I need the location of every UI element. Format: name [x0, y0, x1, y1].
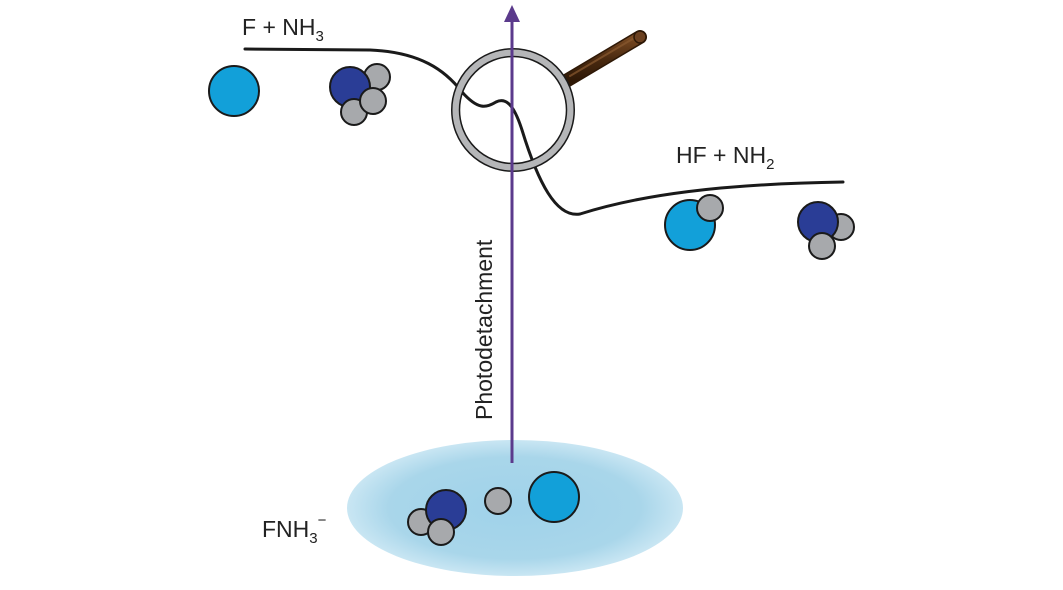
products-label: HF + NH2 [676, 142, 774, 173]
reactants-label-subscript: 3 [315, 28, 323, 45]
hydrogen-atom [359, 87, 387, 115]
hydrogen-atom [696, 194, 724, 222]
products-label-subscript: 2 [766, 156, 774, 173]
reactants-label-main: F + NH [242, 14, 315, 40]
amidogen-molecule-product [797, 201, 855, 260]
anion-label-main: FNH [262, 516, 309, 542]
anion-cloud [347, 440, 683, 576]
products-label-main: HF + NH [676, 142, 766, 168]
anion-label-subscript: 3 [309, 530, 317, 547]
hydrogen-atom [484, 487, 512, 515]
anion-label: FNH3− [262, 512, 327, 547]
magnifying-glass-icon [451, 30, 647, 172]
ammonia-molecule-reactant [329, 63, 391, 126]
photodetachment-arrow [504, 5, 520, 463]
hydrogen-atom [427, 518, 455, 546]
potential-energy-curve [243, 47, 845, 216]
reactants-label: F + NH3 [242, 14, 324, 45]
anion-complex [407, 471, 580, 546]
hydrogen-atom [808, 232, 836, 260]
hydrogen-fluoride-molecule-product [664, 194, 724, 251]
anion-label-superscript: − [318, 512, 327, 529]
fluorine-atom-reactant [208, 65, 260, 117]
photodetachment-label: Photodetachment [471, 239, 497, 420]
fluorine-atom [528, 471, 580, 523]
